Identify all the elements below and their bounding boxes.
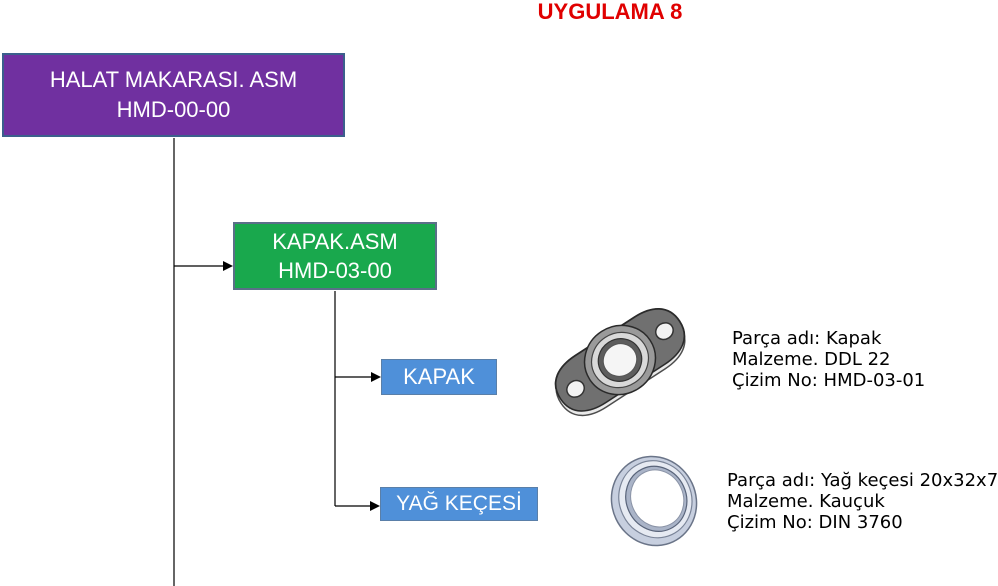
subassembly-name: KAPAK.ASM xyxy=(272,229,398,254)
page-title: UYGULAMA 8 xyxy=(537,0,683,24)
flange-cover-icon xyxy=(554,308,686,417)
oil-seal-ring-icon xyxy=(610,455,698,547)
part-box-yag-kecesi: YAĞ KEÇESİ xyxy=(380,487,538,521)
root-assembly-box: HALAT MAKARASI. ASM HMD-00-00 xyxy=(2,53,345,137)
tree-connectors xyxy=(173,138,381,586)
part-label: KAPAK xyxy=(403,364,475,389)
subassembly-box: KAPAK.ASM HMD-03-00 xyxy=(233,222,437,290)
part-label: YAĞ KEÇESİ xyxy=(396,492,522,515)
subassembly-number: HMD-03-00 xyxy=(278,258,392,283)
part-box-kapak: KAPAK xyxy=(381,359,497,395)
part-info-kapak: Parça adı: Kapak Malzeme. DDL 22 Çizim N… xyxy=(732,328,925,391)
part-drawing-no-text: Çizim No: DIN 3760 xyxy=(727,512,903,533)
part-name-text: Parça adı: Kapak xyxy=(732,328,882,349)
root-assembly-number: HMD-00-00 xyxy=(116,97,231,122)
part-drawing-no-text: Çizim No: HMD-03-01 xyxy=(732,370,926,391)
part-name-text: Parça adı: Yağ keçesi 20x32x7 xyxy=(727,470,998,491)
part-material-text: Malzeme. Kauçuk xyxy=(727,491,885,512)
root-assembly-name: HALAT MAKARASI. ASM xyxy=(49,67,298,92)
part-info-yag-kecesi: Parça adı: Yağ keçesi 20x32x7 Malzeme. K… xyxy=(727,470,998,533)
part-material-text: Malzeme. DDL 22 xyxy=(732,349,891,370)
